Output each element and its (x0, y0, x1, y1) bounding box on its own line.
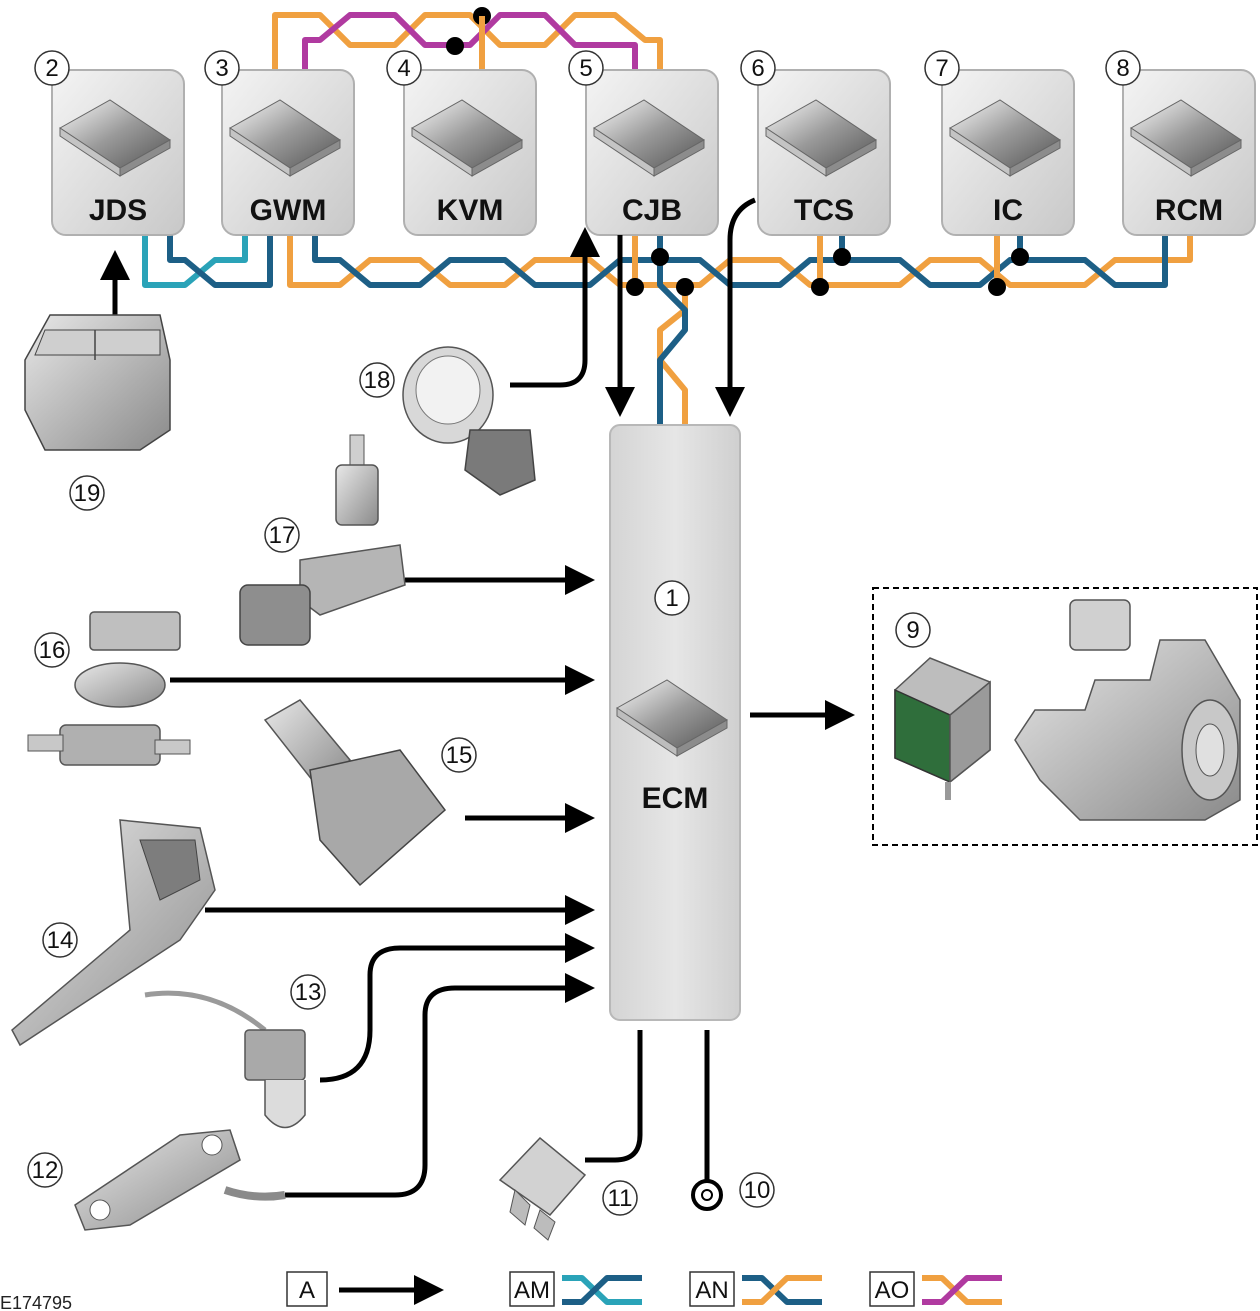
network-am (145, 235, 270, 285)
svg-text:11: 11 (608, 1185, 633, 1212)
legend-item-an: AN (690, 1272, 822, 1306)
network-ao (275, 7, 660, 70)
module-kvm: KVM 4 (387, 51, 536, 235)
junction-dot (676, 278, 694, 296)
number-label: 7 (935, 55, 948, 82)
starter-motor-icon (1015, 600, 1240, 820)
junction-dot (446, 37, 464, 55)
crank-sensor-icon (75, 1130, 285, 1230)
svg-text:19: 19 (74, 480, 101, 507)
module-label: RCM (1155, 194, 1223, 227)
number-label: 1 (665, 585, 678, 612)
fuse-icon (500, 1138, 585, 1240)
legend-code: AN (695, 1277, 728, 1304)
clutch-sensor-icon (145, 993, 305, 1127)
starter-relay-icon (895, 658, 990, 800)
ecm-module: ECM 1 (610, 425, 740, 1020)
legend-item-am: AM (510, 1272, 642, 1306)
brake-switch-icon (265, 700, 445, 885)
svg-text:10: 10 (744, 1177, 771, 1204)
number-label: 3 (215, 55, 228, 82)
svg-text:13: 13 (295, 979, 322, 1006)
number-label: 5 (579, 55, 592, 82)
svg-text:18: 18 (364, 367, 391, 394)
junction-dot (651, 248, 669, 266)
junction-dot (833, 248, 851, 266)
number-label: 4 (397, 55, 410, 82)
ground-icon (693, 1181, 721, 1209)
module-gwm: GWM 3 (205, 51, 354, 235)
svg-text:15: 15 (446, 742, 473, 769)
svg-text:12: 12 (32, 1157, 59, 1184)
module-label: IC (993, 194, 1023, 227)
legend-item-ao: AO (870, 1272, 1002, 1306)
module-label: CJB (622, 194, 682, 227)
legend-item-a: A (287, 1272, 439, 1306)
legend-code: AO (875, 1277, 910, 1304)
junction-dot (988, 278, 1006, 296)
figure-id: E174795 (0, 1293, 72, 1311)
svg-text:9: 9 (906, 617, 919, 644)
park-switch-icon (25, 315, 170, 450)
accel-pedal-icon (12, 820, 215, 1045)
legend-code: A (299, 1277, 315, 1304)
module-ic: IC 7 (925, 51, 1074, 235)
junction-dot (1011, 248, 1029, 266)
junction-dot (626, 278, 644, 296)
svg-text:16: 16 (39, 637, 66, 664)
number-label: 2 (45, 55, 58, 82)
number-label: 8 (1116, 55, 1129, 82)
start-button-icon (403, 347, 535, 495)
module-rcm: RCM 8 (1106, 51, 1255, 235)
module-cjb: CJB 5 (569, 51, 718, 235)
module-label: TCS (794, 194, 854, 227)
legend-code: AM (514, 1277, 550, 1304)
starter-group (873, 588, 1257, 845)
module-label: JDS (89, 194, 147, 227)
number-badges: 9 10 11 12 13 14 15 16 17 18 19 (28, 363, 930, 1215)
number-label: 6 (751, 55, 764, 82)
pressure-sensor-icon (240, 435, 405, 645)
svg-text:14: 14 (47, 927, 74, 954)
junction-dot (811, 278, 829, 296)
module-label: GWM (250, 194, 327, 227)
module-tcs: TCS 6 (741, 51, 890, 235)
svg-text:17: 17 (269, 522, 296, 549)
legend: A AM AN AO (287, 1272, 1002, 1306)
ecm-label: ECM (642, 782, 709, 815)
module-jds: JDS 2 (35, 51, 184, 235)
module-label: KVM (437, 194, 504, 227)
